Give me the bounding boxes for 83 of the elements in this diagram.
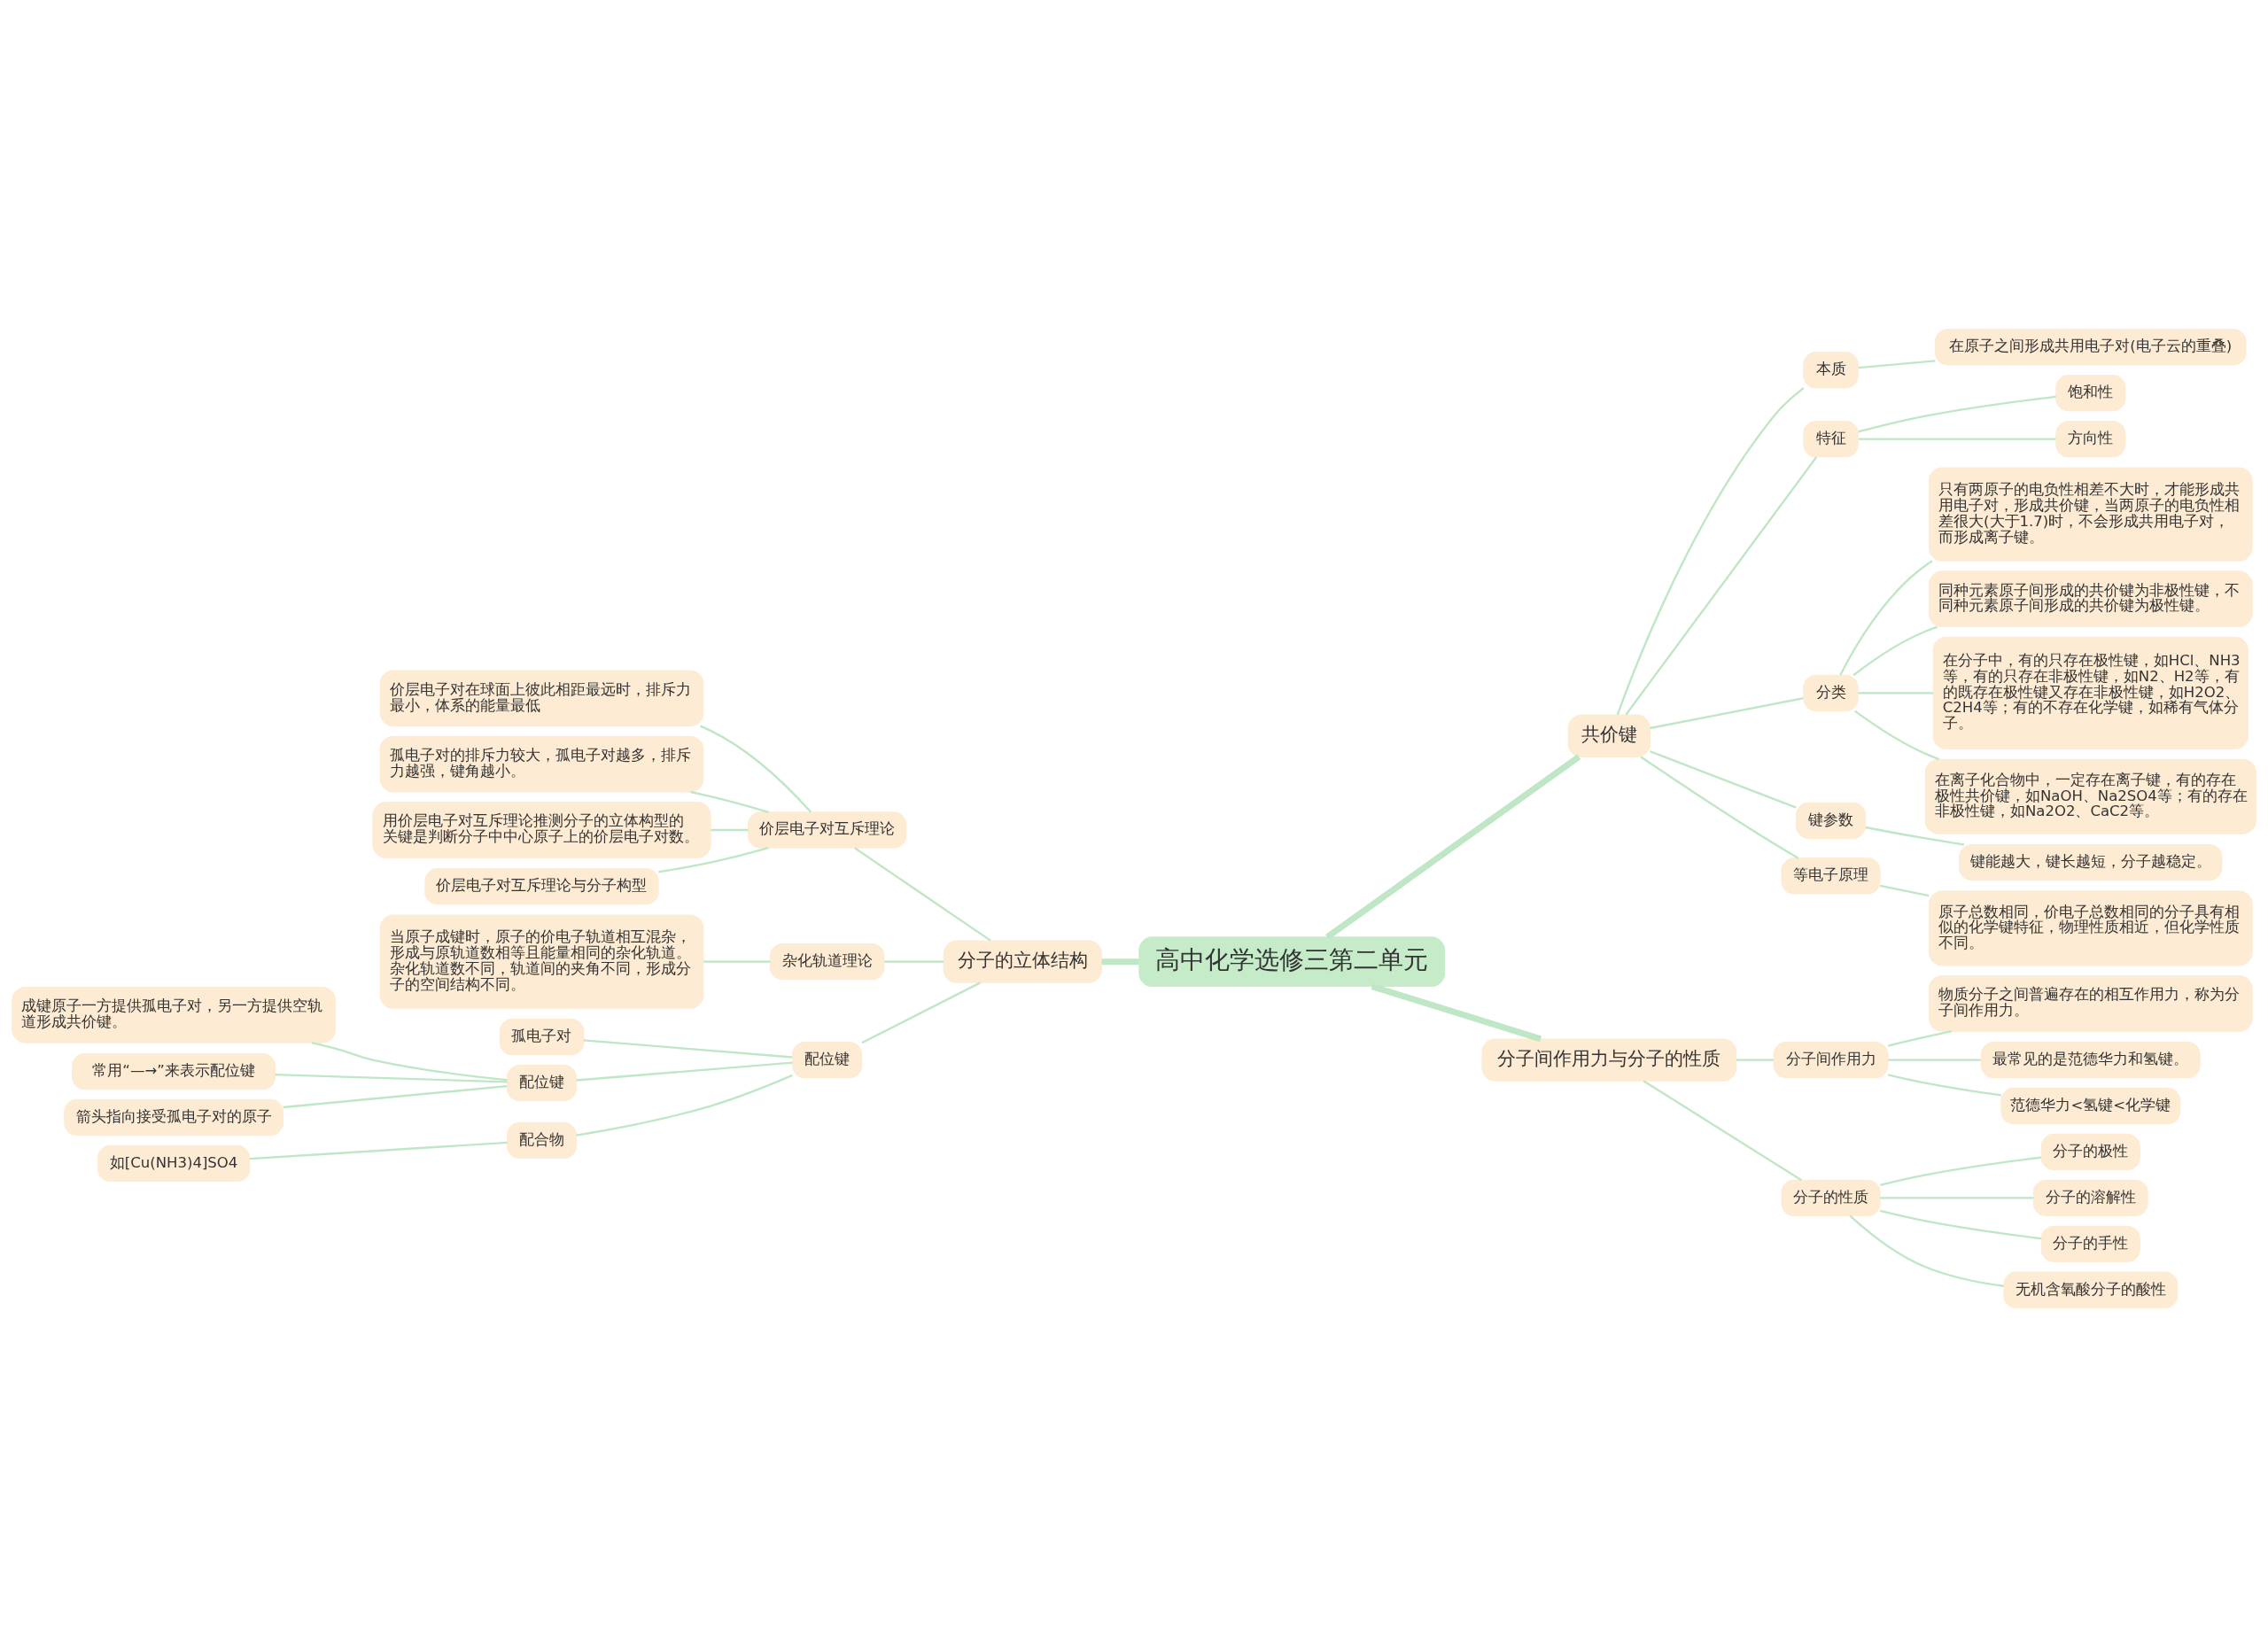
connector xyxy=(1852,625,1938,677)
connector xyxy=(861,981,981,1044)
node-box: 分类 xyxy=(1803,674,1859,712)
connector xyxy=(1858,360,1936,369)
connector xyxy=(1650,697,1804,730)
connector xyxy=(1888,1030,1953,1047)
connector xyxy=(658,846,769,873)
node-box: 特征 xyxy=(1803,421,1859,458)
connector xyxy=(1858,395,2056,433)
node-box: 键参数 xyxy=(1796,802,1867,839)
connector xyxy=(1325,754,1581,940)
connector xyxy=(1887,1074,2001,1097)
connector xyxy=(576,1074,793,1137)
node-box: 范德华力<氢键<化学键 xyxy=(2000,1087,2181,1125)
node-box: 在离子化合物中，一定存在离子键，有的存在极性共价键，如NaOH、Na2SO4等；有的存在非极性键，如Na2O2、CaC2等。 xyxy=(1924,758,2256,834)
node-box: 在分子中，有的只存在极性键，如HCl、NH3等，有的只存在非极性键，如N2、H2等，有的既存在极性键又存在非极性键，如H2O2、C2H4等；有的不存在化学键，如稀有气体分子。 xyxy=(1932,636,2249,750)
node-box: 无机含氧酸分子的酸性 xyxy=(2003,1271,2179,1308)
connector xyxy=(1880,1197,2034,1199)
node-box: 配位键 xyxy=(792,1041,863,1079)
node-box: 只有两原子的电负性相差不大时，才能形成共用电子对，形成共价键，当两原子的电负性相差很大(大于1.7)时，不会形成共用电子对，而形成离子键。 xyxy=(1928,467,2253,562)
connector xyxy=(1640,756,1799,859)
node-box: 分子间作用力 xyxy=(1773,1041,1889,1079)
node-box: 配合物 xyxy=(506,1121,577,1160)
node-box: 当原子成键时，原子的价电子轨道相互混杂，形成与原轨道数相等且能量相同的杂化轨道。杂化轨道数不同，轨道间的夹角不同，形成分子的空间结构不同。 xyxy=(379,914,704,1009)
connector xyxy=(854,847,991,942)
connector xyxy=(249,1141,508,1160)
node-box: 饱和性 xyxy=(2055,375,2126,412)
connector xyxy=(576,1061,793,1082)
node-box: 键能越大，键长越短，分子越稳定。 xyxy=(1959,843,2223,881)
node-box: 孤电子对 xyxy=(499,1019,585,1056)
connector xyxy=(1650,750,1797,809)
connector xyxy=(583,1039,793,1059)
connector xyxy=(1858,692,1934,694)
node-box: 分子的手性 xyxy=(2040,1225,2140,1262)
node-box: 价层电子对互斥理论与分子构型 xyxy=(424,868,659,905)
connector xyxy=(1880,1209,2042,1240)
connector xyxy=(1854,710,1940,761)
connector xyxy=(1849,1214,2004,1287)
connector xyxy=(275,1073,508,1083)
node-box: 如[Cu(NH3)4]SO4 xyxy=(97,1144,251,1183)
connector xyxy=(1371,983,1542,1043)
connector xyxy=(311,1042,508,1082)
node-box: 孤电子对的排斥力较大，孤电子对越多，排斥力越强，键角越小。 xyxy=(379,735,704,793)
connector xyxy=(1101,958,1139,966)
node-box: 用价层电子对互斥理论推测分子的立体构型的关键是判断分子中中心原子上的价层电子对数。 xyxy=(372,802,711,858)
connector xyxy=(283,1084,508,1109)
connector xyxy=(1888,1059,1982,1061)
node-box: 常用“—→”来表示配位键 xyxy=(72,1052,276,1090)
node-box: 箭头指向接受孤电子对的原子 xyxy=(64,1098,284,1137)
node-box: 在原子之间形成共用电子对(电子云的重叠) xyxy=(1934,329,2247,366)
node-box: 分子间作用力与分子的性质 xyxy=(1481,1038,1737,1082)
node-box: 杂化轨道理论 xyxy=(769,943,885,981)
node-box: 原子总数相同，价电子总数相同的分子具有相似的化学键特征，物理性质相近，但化学性质不同。 xyxy=(1928,890,2253,966)
node-box: 方向性 xyxy=(2055,421,2126,458)
node-box: 本质 xyxy=(1803,352,1859,389)
connector xyxy=(1879,884,1930,897)
connector xyxy=(1865,826,1965,846)
node-box: 价层电子对在球面上彼此相距最远时，排斥力最小，体系的能量最低 xyxy=(379,670,704,727)
connector xyxy=(1625,456,1818,716)
node-box: 成键原子一方提供孤电子对，另一方提供空轨道形成共价键。 xyxy=(12,987,336,1043)
node-box: 分子的立体结构 xyxy=(943,940,1102,983)
connector xyxy=(703,960,771,963)
node-box: 配位键 xyxy=(506,1064,577,1102)
node-box: 共价键 xyxy=(1567,714,1651,757)
node-box: 物质分子之间普遍存在的相互作用力，称为分子间作用力。 xyxy=(1928,975,2253,1032)
connector xyxy=(700,725,812,813)
node-box: 分子的极性 xyxy=(2040,1133,2140,1171)
connector xyxy=(711,828,749,832)
connector xyxy=(1616,387,1805,716)
connector xyxy=(1643,1080,1802,1182)
node-box: 价层电子对互斥理论 xyxy=(747,811,907,849)
node-box: 分子的性质 xyxy=(1781,1179,1881,1216)
node-box: 同种元素原子间形成的共价键为非极性键，不同种元素原子间形成的共价键为极性键。 xyxy=(1928,570,2253,628)
connector xyxy=(1880,1156,2042,1186)
node-box: 分子的溶解性 xyxy=(2032,1179,2148,1216)
node-box: 最常见的是范德华力和氢键。 xyxy=(1980,1041,2201,1079)
node-box: 等电子原理 xyxy=(1781,857,1881,895)
connector xyxy=(1736,1059,1774,1061)
connector xyxy=(690,790,769,813)
connector xyxy=(1858,438,2056,440)
connector xyxy=(1839,560,1933,676)
connector xyxy=(883,960,944,963)
node-box: 高中化学选修三第二单元 xyxy=(1138,936,1446,987)
